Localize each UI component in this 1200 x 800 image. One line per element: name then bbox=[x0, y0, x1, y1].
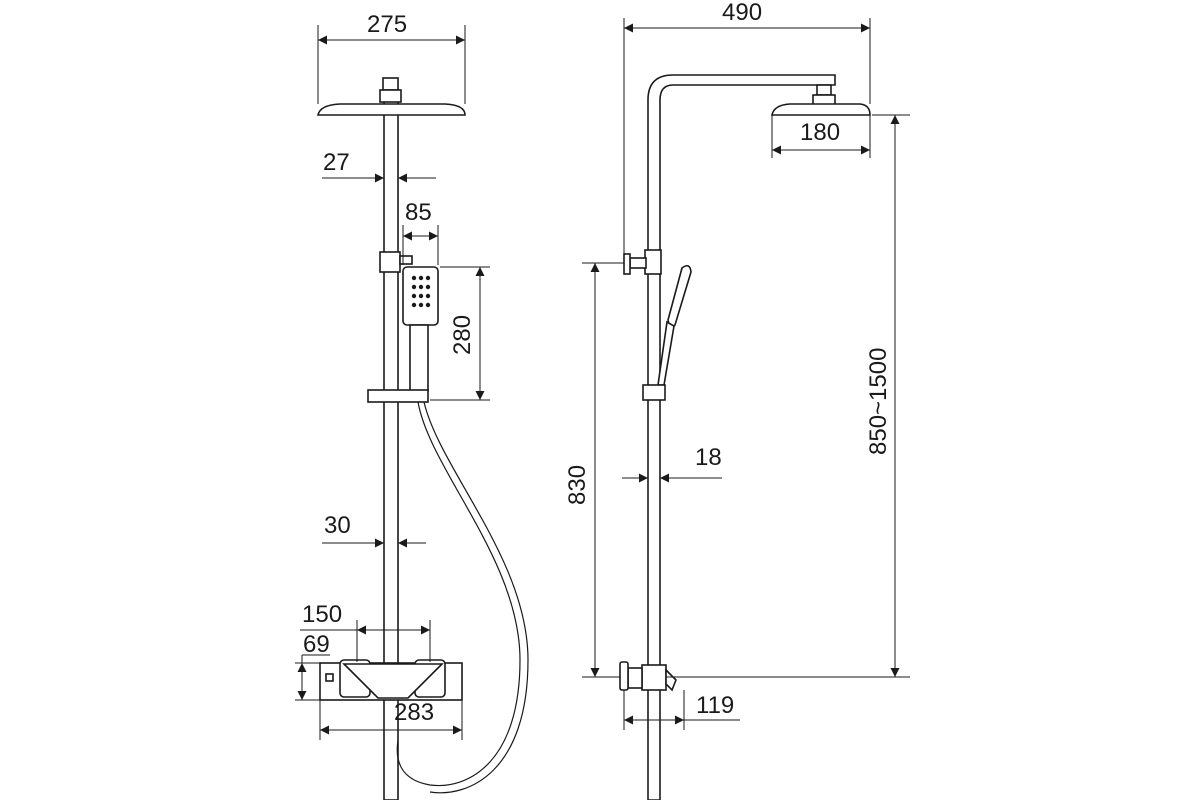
front-view: 275 27 85 280 30 150 69 283 bbox=[295, 11, 529, 800]
dim-height-range: 850~1500 bbox=[865, 348, 892, 455]
dim-mixer-height: 69 bbox=[303, 631, 330, 658]
dim-mixer-width: 283 bbox=[394, 699, 434, 726]
riser-with-arm bbox=[647, 74, 836, 800]
side-view: 490 180 850~1500 830 18 119 bbox=[564, 0, 910, 800]
head-connector-nut bbox=[379, 89, 402, 103]
dim-bracket-height: 830 bbox=[564, 465, 591, 505]
hand-shower bbox=[667, 264, 692, 328]
dim-head-size: 180 bbox=[800, 119, 840, 146]
head-connector bbox=[382, 77, 399, 91]
slider-bracket bbox=[642, 384, 666, 401]
wall-bracket-plate bbox=[623, 253, 631, 275]
wall-bracket-arm bbox=[629, 257, 647, 269]
shower-hose-outer bbox=[423, 401, 529, 794]
mixer-knob-cap bbox=[619, 661, 629, 691]
dim-mixer-depth: 119 bbox=[696, 692, 734, 719]
thermostat-mixer bbox=[641, 664, 667, 691]
dim-inlet-spacing: 150 bbox=[302, 601, 342, 628]
dim-head-width: 275 bbox=[367, 11, 407, 38]
head-connector bbox=[816, 84, 832, 96]
hand-shower-handle bbox=[409, 324, 429, 392]
dim-pipe-upper: 27 bbox=[323, 149, 350, 176]
wall-bracket-clamp bbox=[644, 249, 662, 275]
mixer-handle bbox=[665, 668, 677, 692]
rain-shower-head bbox=[771, 103, 871, 116]
hand-shower-holder bbox=[379, 251, 401, 273]
hand-shower-nozzles bbox=[411, 275, 431, 308]
mixer-center-plate bbox=[342, 663, 444, 699]
dim-hand-shower-height: 280 bbox=[449, 315, 476, 355]
holder-arm bbox=[399, 255, 413, 265]
rain-shower-head bbox=[317, 103, 466, 116]
dim-arm-reach: 490 bbox=[722, 0, 762, 26]
shower-hose bbox=[396, 401, 521, 787]
mixer-indicator bbox=[325, 673, 334, 682]
dim-hand-shower-width: 85 bbox=[405, 199, 432, 226]
dim-pipe-diameter: 18 bbox=[695, 444, 722, 471]
mixer-knob bbox=[627, 667, 643, 689]
slider-bracket bbox=[367, 389, 429, 403]
dim-pipe-lower: 30 bbox=[324, 512, 351, 539]
